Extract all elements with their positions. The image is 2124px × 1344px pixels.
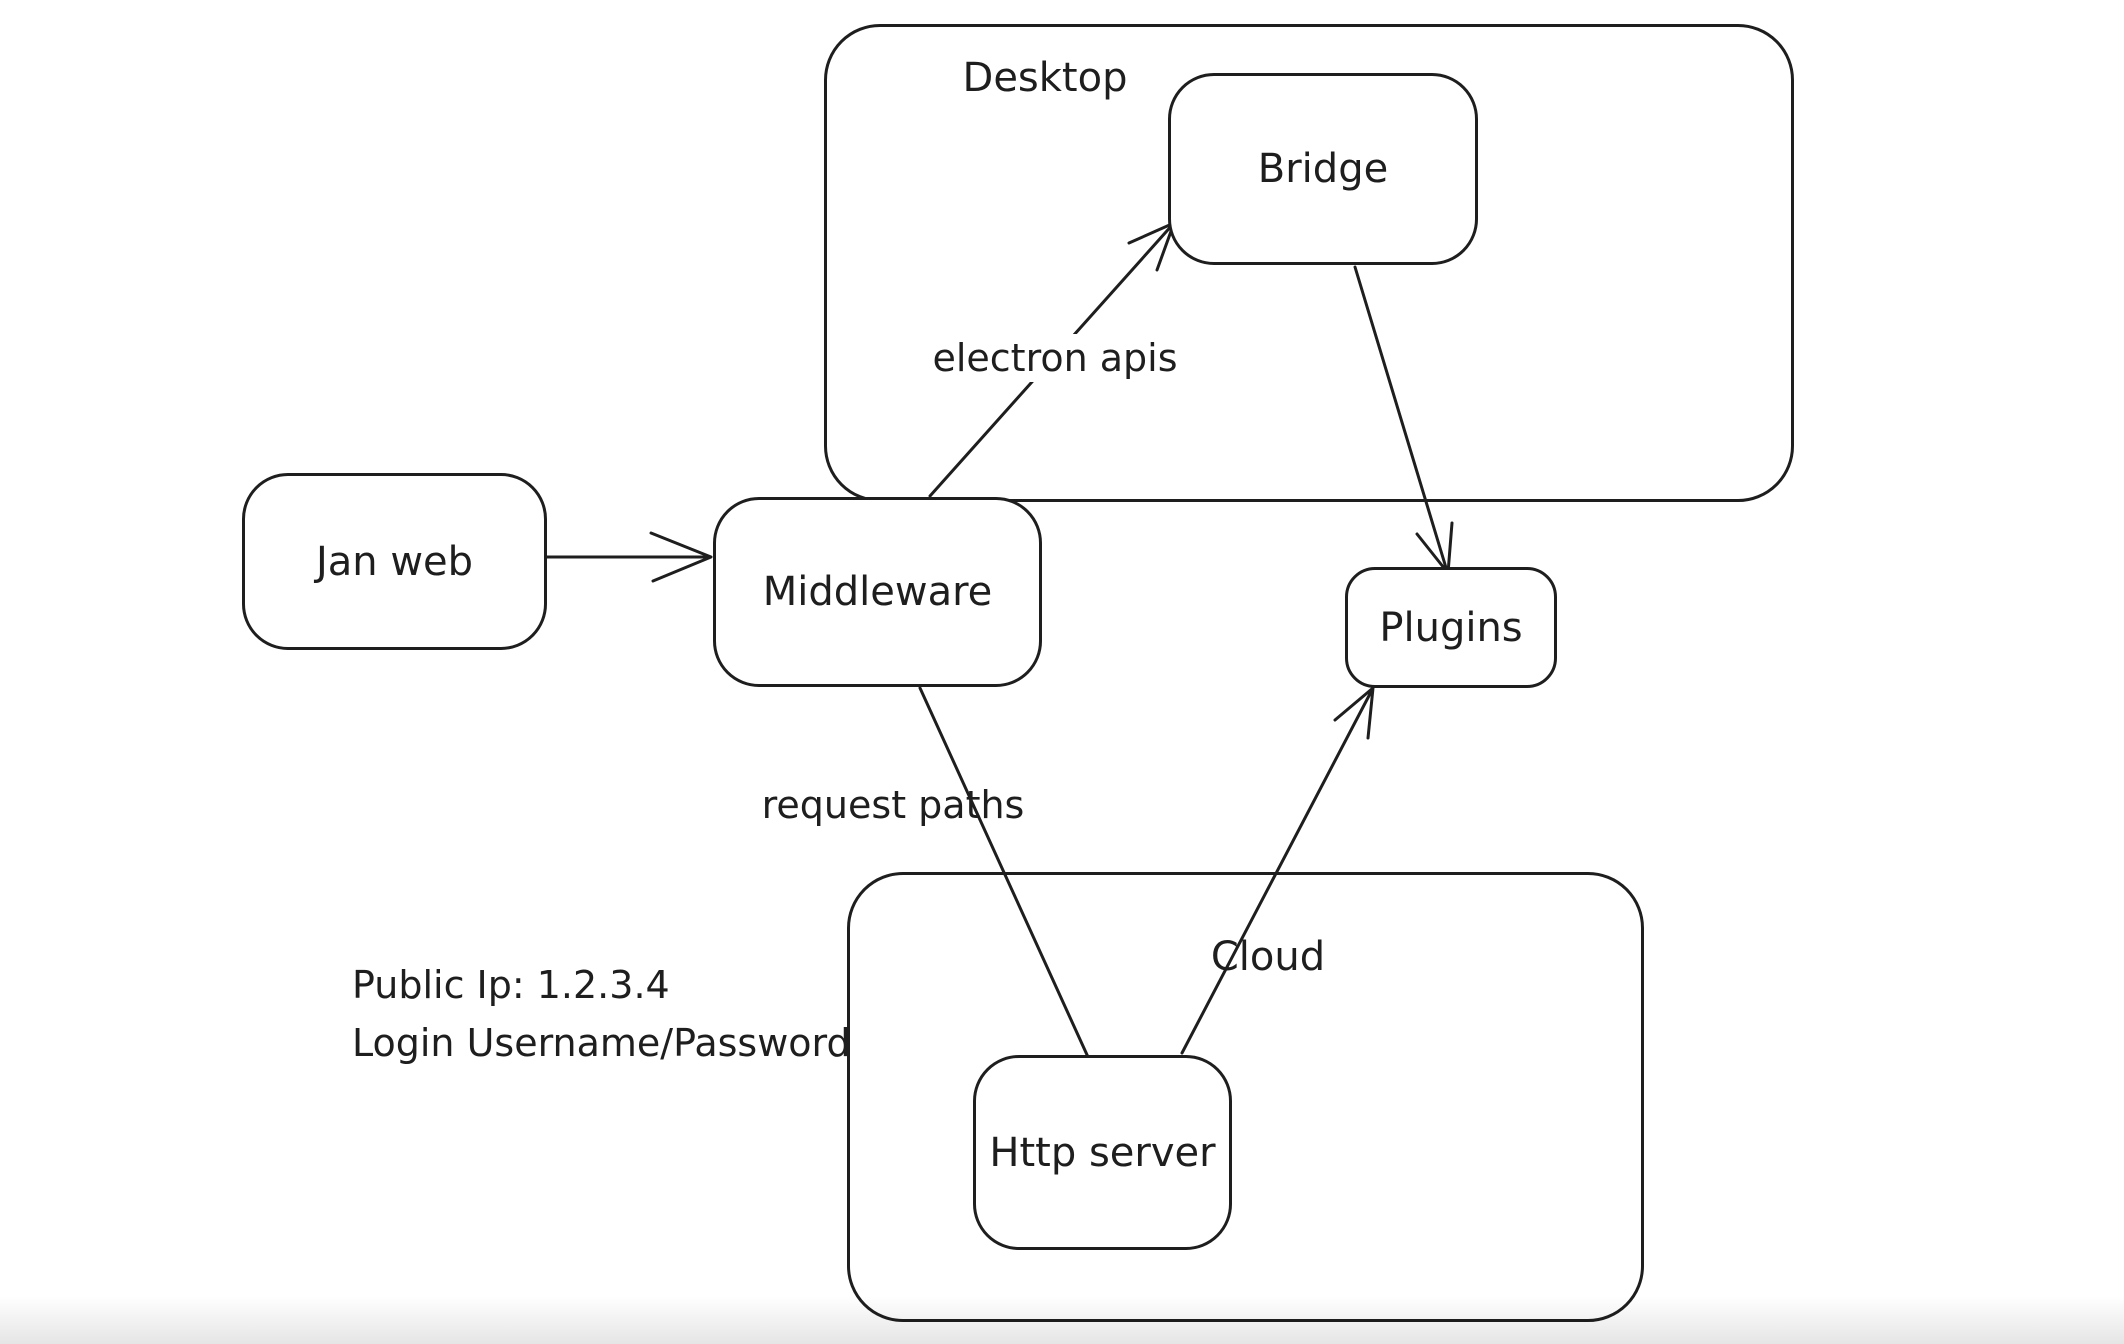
node-bridge-label: Bridge: [1257, 146, 1389, 192]
note-login-line: Login Username/Password: [352, 1021, 851, 1065]
node-plugins-label: Plugins: [1379, 604, 1523, 651]
desktop-container[interactable]: [824, 24, 1794, 502]
note-credentials[interactable]: Public Ip: 1.2.3.4 Login Username/Passwo…: [352, 956, 851, 1072]
node-middleware[interactable]: Middleware: [713, 497, 1042, 687]
connector-janweb-to-middleware[interactable]: [545, 531, 713, 583]
note-public-ip-line: Public Ip: 1.2.3.4: [352, 963, 670, 1007]
cloud-container[interactable]: [847, 872, 1644, 1322]
desktop-container-label[interactable]: Desktop: [962, 55, 1128, 101]
node-bridge[interactable]: Bridge: [1168, 73, 1478, 265]
connector-httpserver-to-plugins[interactable]: [1180, 686, 1375, 1055]
node-http-server[interactable]: Http server: [973, 1055, 1232, 1250]
node-middleware-label: Middleware: [762, 569, 993, 615]
edge-label-electron-apis[interactable]: electron apis: [922, 334, 1188, 382]
cloud-container-label[interactable]: Cloud: [1210, 934, 1326, 980]
node-plugins[interactable]: Plugins: [1345, 567, 1557, 688]
node-jan-web[interactable]: Jan web: [242, 473, 547, 650]
node-http-server-label: Http server: [989, 1129, 1216, 1176]
node-jan-web-label: Jan web: [315, 538, 474, 585]
connector-middleware-to-httpserver[interactable]: [918, 686, 1090, 1059]
edge-label-request-paths[interactable]: request paths: [761, 783, 1025, 827]
